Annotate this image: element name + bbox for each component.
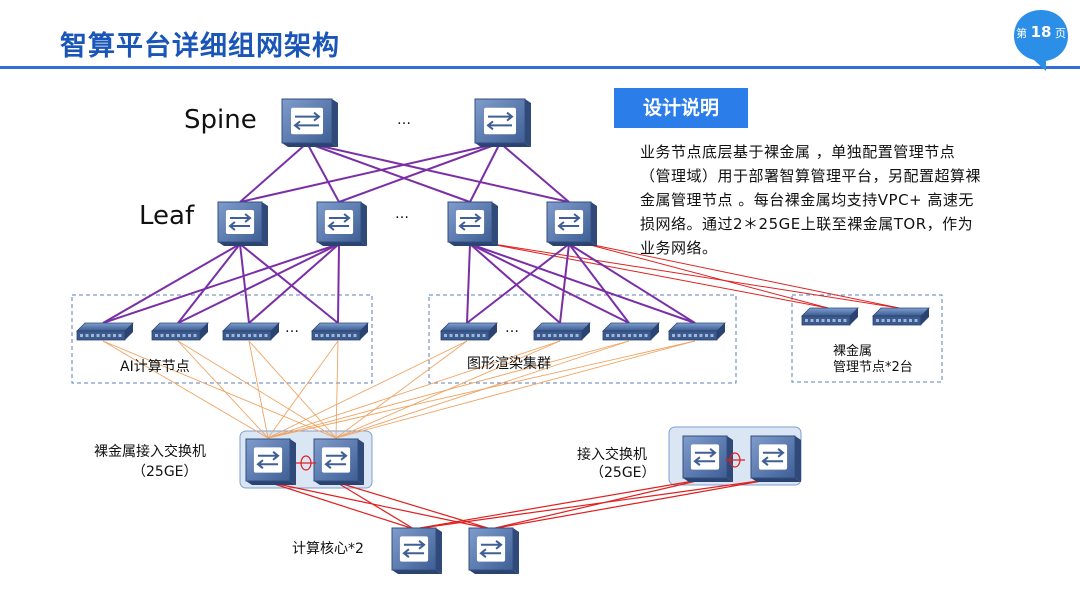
render-ellipsis: … xyxy=(505,320,519,336)
bare-metal-access-switch-speed: （25GE） xyxy=(132,464,198,480)
render-cluster-label: 图形渲染集群 xyxy=(467,356,551,372)
spine-switch-icon xyxy=(474,98,531,147)
stack-link-icon xyxy=(729,452,741,468)
leaf-switch-icon xyxy=(447,201,498,246)
bare-metal-access-switch-label: 裸金属接入交换机 xyxy=(94,444,206,460)
render-server-icon xyxy=(668,322,726,341)
bare-metal-mgmt-label-1: 裸金属 xyxy=(833,344,873,359)
render-cluster-group-box xyxy=(428,294,737,384)
ai-compute-group-box xyxy=(71,294,373,384)
access-switch-speed: （25GE） xyxy=(590,465,656,481)
compute-core-switch-icon xyxy=(391,527,442,574)
ai-ellipsis: … xyxy=(285,320,299,336)
bare-metal-mgmt-server-icon xyxy=(801,307,859,326)
ai-compute-label: AI计算节点 xyxy=(120,359,190,375)
design-note-body: 业务节点底层基于裸金属 ，单独配置管理节点（管理域）用于部署智算管理平台，另配置… xyxy=(640,143,982,257)
leaf-switch-icon xyxy=(217,201,268,246)
spine-label: Spine xyxy=(184,105,257,135)
render-server-icon xyxy=(602,322,660,341)
page-number: 第 18 页 xyxy=(1016,23,1066,41)
bare-metal-access-switch-icon xyxy=(313,438,364,485)
stack-link-icon xyxy=(300,455,312,471)
ai-compute-server-icon xyxy=(76,322,134,341)
compute-core-label: 计算核心*2 xyxy=(292,541,364,557)
access-switch-icon xyxy=(750,435,801,482)
ai-compute-server-icon xyxy=(311,322,369,341)
page-badge-icon xyxy=(1014,10,1068,71)
leaf-label: Leaf xyxy=(139,201,195,231)
spine-ellipsis: … xyxy=(397,112,411,128)
access-switch-label: 接入交换机 xyxy=(577,447,647,463)
design-note-heading: 设计说明 xyxy=(614,88,748,128)
render-server-icon xyxy=(533,322,591,341)
ai-compute-server-icon xyxy=(151,322,209,341)
title-divider xyxy=(0,66,1080,69)
bare-metal-mgmt-server-icon xyxy=(872,307,930,326)
bare-metal-mgmt-label-2: 管理节点*2台 xyxy=(833,360,913,375)
bare-metal-mgmt-group-box xyxy=(791,294,943,383)
render-server-icon xyxy=(440,322,498,341)
leaf-switch-icon xyxy=(546,201,597,246)
compute-core-switch-icon xyxy=(468,527,519,574)
spine-switch-icon xyxy=(281,98,338,147)
ai-compute-server-icon xyxy=(222,322,280,341)
leaf-ellipsis: … xyxy=(395,206,409,222)
bare-metal-access-switch-icon xyxy=(245,438,296,485)
leaf-switch-icon xyxy=(316,201,367,246)
page-title: 智算平台详细组网架构 xyxy=(60,31,340,62)
access-switch-icon xyxy=(682,435,733,482)
